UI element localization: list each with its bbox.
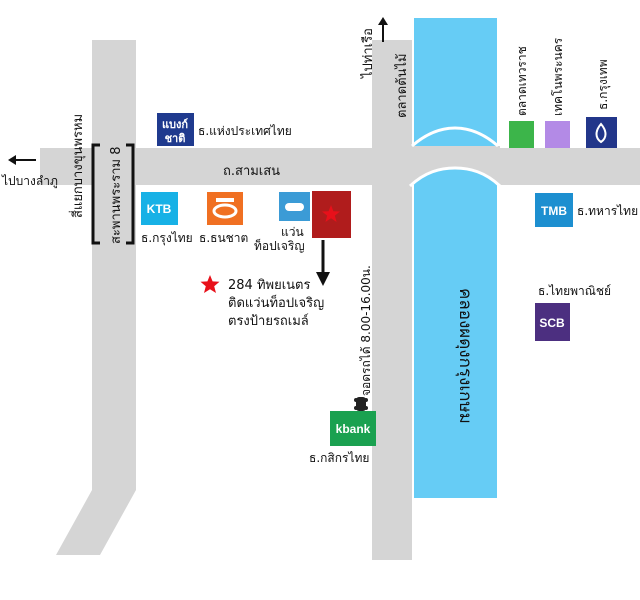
bbl-marker: ธ.กรุงเทพ bbox=[586, 59, 617, 148]
techno-square bbox=[545, 121, 570, 148]
glasses-icon bbox=[285, 203, 304, 211]
tbank-logo-mark bbox=[212, 203, 238, 219]
bridge-bracket-left bbox=[91, 143, 100, 245]
ktb-logo-text: KTB bbox=[147, 202, 172, 216]
bbl-lotus-icon bbox=[595, 122, 607, 144]
address-line3: ตรงป้ายรถเมล์ bbox=[228, 313, 309, 329]
devaraj-square bbox=[509, 121, 534, 148]
arrow-left-icon bbox=[8, 155, 36, 165]
scb-logo bbox=[535, 303, 570, 341]
bot-logo-line1: แบงก์ bbox=[162, 118, 188, 131]
kbank-name: ธ.กสิกรไทย bbox=[309, 451, 369, 465]
bridge-arch-top bbox=[411, 126, 499, 148]
samsen-road-label: ถ.สามเสน bbox=[223, 164, 280, 179]
bot-name: ธ.แห่งประเทศไทย bbox=[198, 124, 292, 138]
parking-label: จอดรถได้ 8.00-16.00น. bbox=[359, 265, 373, 396]
techno-label: เทคโนพระนคร bbox=[551, 37, 565, 116]
bbl-logo bbox=[586, 117, 617, 148]
bot-logo bbox=[157, 113, 194, 146]
destination-star-icon bbox=[322, 205, 340, 222]
banglamphu-label: ไปบางลำภู bbox=[1, 174, 58, 189]
address-line1: 284 ทิพยเนตร bbox=[228, 278, 310, 293]
address-line2: ติดแว่นท็อปเจริญ bbox=[228, 293, 324, 311]
tmb-logo bbox=[535, 193, 573, 227]
canal bbox=[414, 18, 497, 498]
ktb-marker: KTB ธ.กรุงไทย bbox=[141, 192, 193, 246]
scb-logo-text: SCB bbox=[539, 316, 565, 330]
samsen-road bbox=[40, 148, 640, 185]
canal-label: คลองผดุงกรุงเกษม bbox=[455, 288, 475, 424]
tbank-logo-bar bbox=[216, 198, 234, 202]
ktb-name: ธ.กรุงไทย bbox=[141, 231, 193, 246]
left-road-diagonal bbox=[56, 40, 136, 555]
market-label: ตลาดต้นไม้ bbox=[394, 53, 410, 118]
kbank-marker: kbank ธ.กสิกรไทย bbox=[309, 411, 376, 465]
roads bbox=[40, 40, 640, 560]
bridge-arch bbox=[408, 166, 502, 188]
tbank-name: ธ.ธนชาต bbox=[199, 231, 248, 245]
topcharoen-line2: ท็อปเจริญ bbox=[254, 238, 305, 253]
canal-bridge bbox=[410, 146, 500, 186]
pier-label: ไปท่าเรือ bbox=[360, 28, 376, 79]
ktb-logo bbox=[141, 192, 178, 225]
tbank-logo bbox=[207, 192, 243, 225]
tmb-marker: TMB ธ.ทหารไทย bbox=[535, 193, 638, 227]
topcharoen-line1: แว่น bbox=[281, 225, 304, 239]
devaraj-label: ตลาดเทวราช bbox=[515, 46, 529, 116]
devaraj-marker: ตลาดเทวราช bbox=[509, 46, 534, 148]
tbank-marker: ธ.ธนชาต bbox=[199, 192, 248, 245]
junction-label: สี่แยกบางขุนพรหม bbox=[69, 114, 86, 218]
tmb-name: ธ.ทหารไทย bbox=[577, 204, 638, 218]
bbl-label: ธ.กรุงเทพ bbox=[596, 59, 611, 110]
destination-marker bbox=[312, 191, 351, 238]
bot-logo-line2: ชาติ bbox=[165, 132, 186, 145]
address-star-icon bbox=[200, 275, 220, 293]
bridge-bracket-right bbox=[126, 143, 135, 245]
tmb-logo-text: TMB bbox=[541, 204, 567, 218]
bot-marker: แบงก์ ชาติ ธ.แห่งประเทศไทย bbox=[157, 113, 292, 146]
scb-name: ธ.ไทยพาณิชย์ bbox=[538, 284, 611, 298]
techno-marker: เทคโนพระนคร bbox=[545, 37, 570, 148]
car-icon bbox=[354, 397, 368, 411]
arrow-up-icon bbox=[378, 17, 388, 42]
arrow-down-icon bbox=[316, 240, 330, 286]
bridge-label: สะพานพระราม 8 bbox=[109, 147, 124, 244]
right-vertical-road bbox=[372, 40, 412, 560]
kbank-logo-text: kbank bbox=[336, 422, 371, 436]
kbank-logo bbox=[330, 411, 376, 446]
topcharoen-marker: แว่น ท็อปเจริญ bbox=[254, 192, 310, 253]
destination-address: 284 ทิพยเนตร ติดแว่นท็อปเจริญ ตรงป้ายรถเ… bbox=[200, 275, 324, 329]
scb-marker: ธ.ไทยพาณิชย์ SCB bbox=[535, 284, 611, 341]
